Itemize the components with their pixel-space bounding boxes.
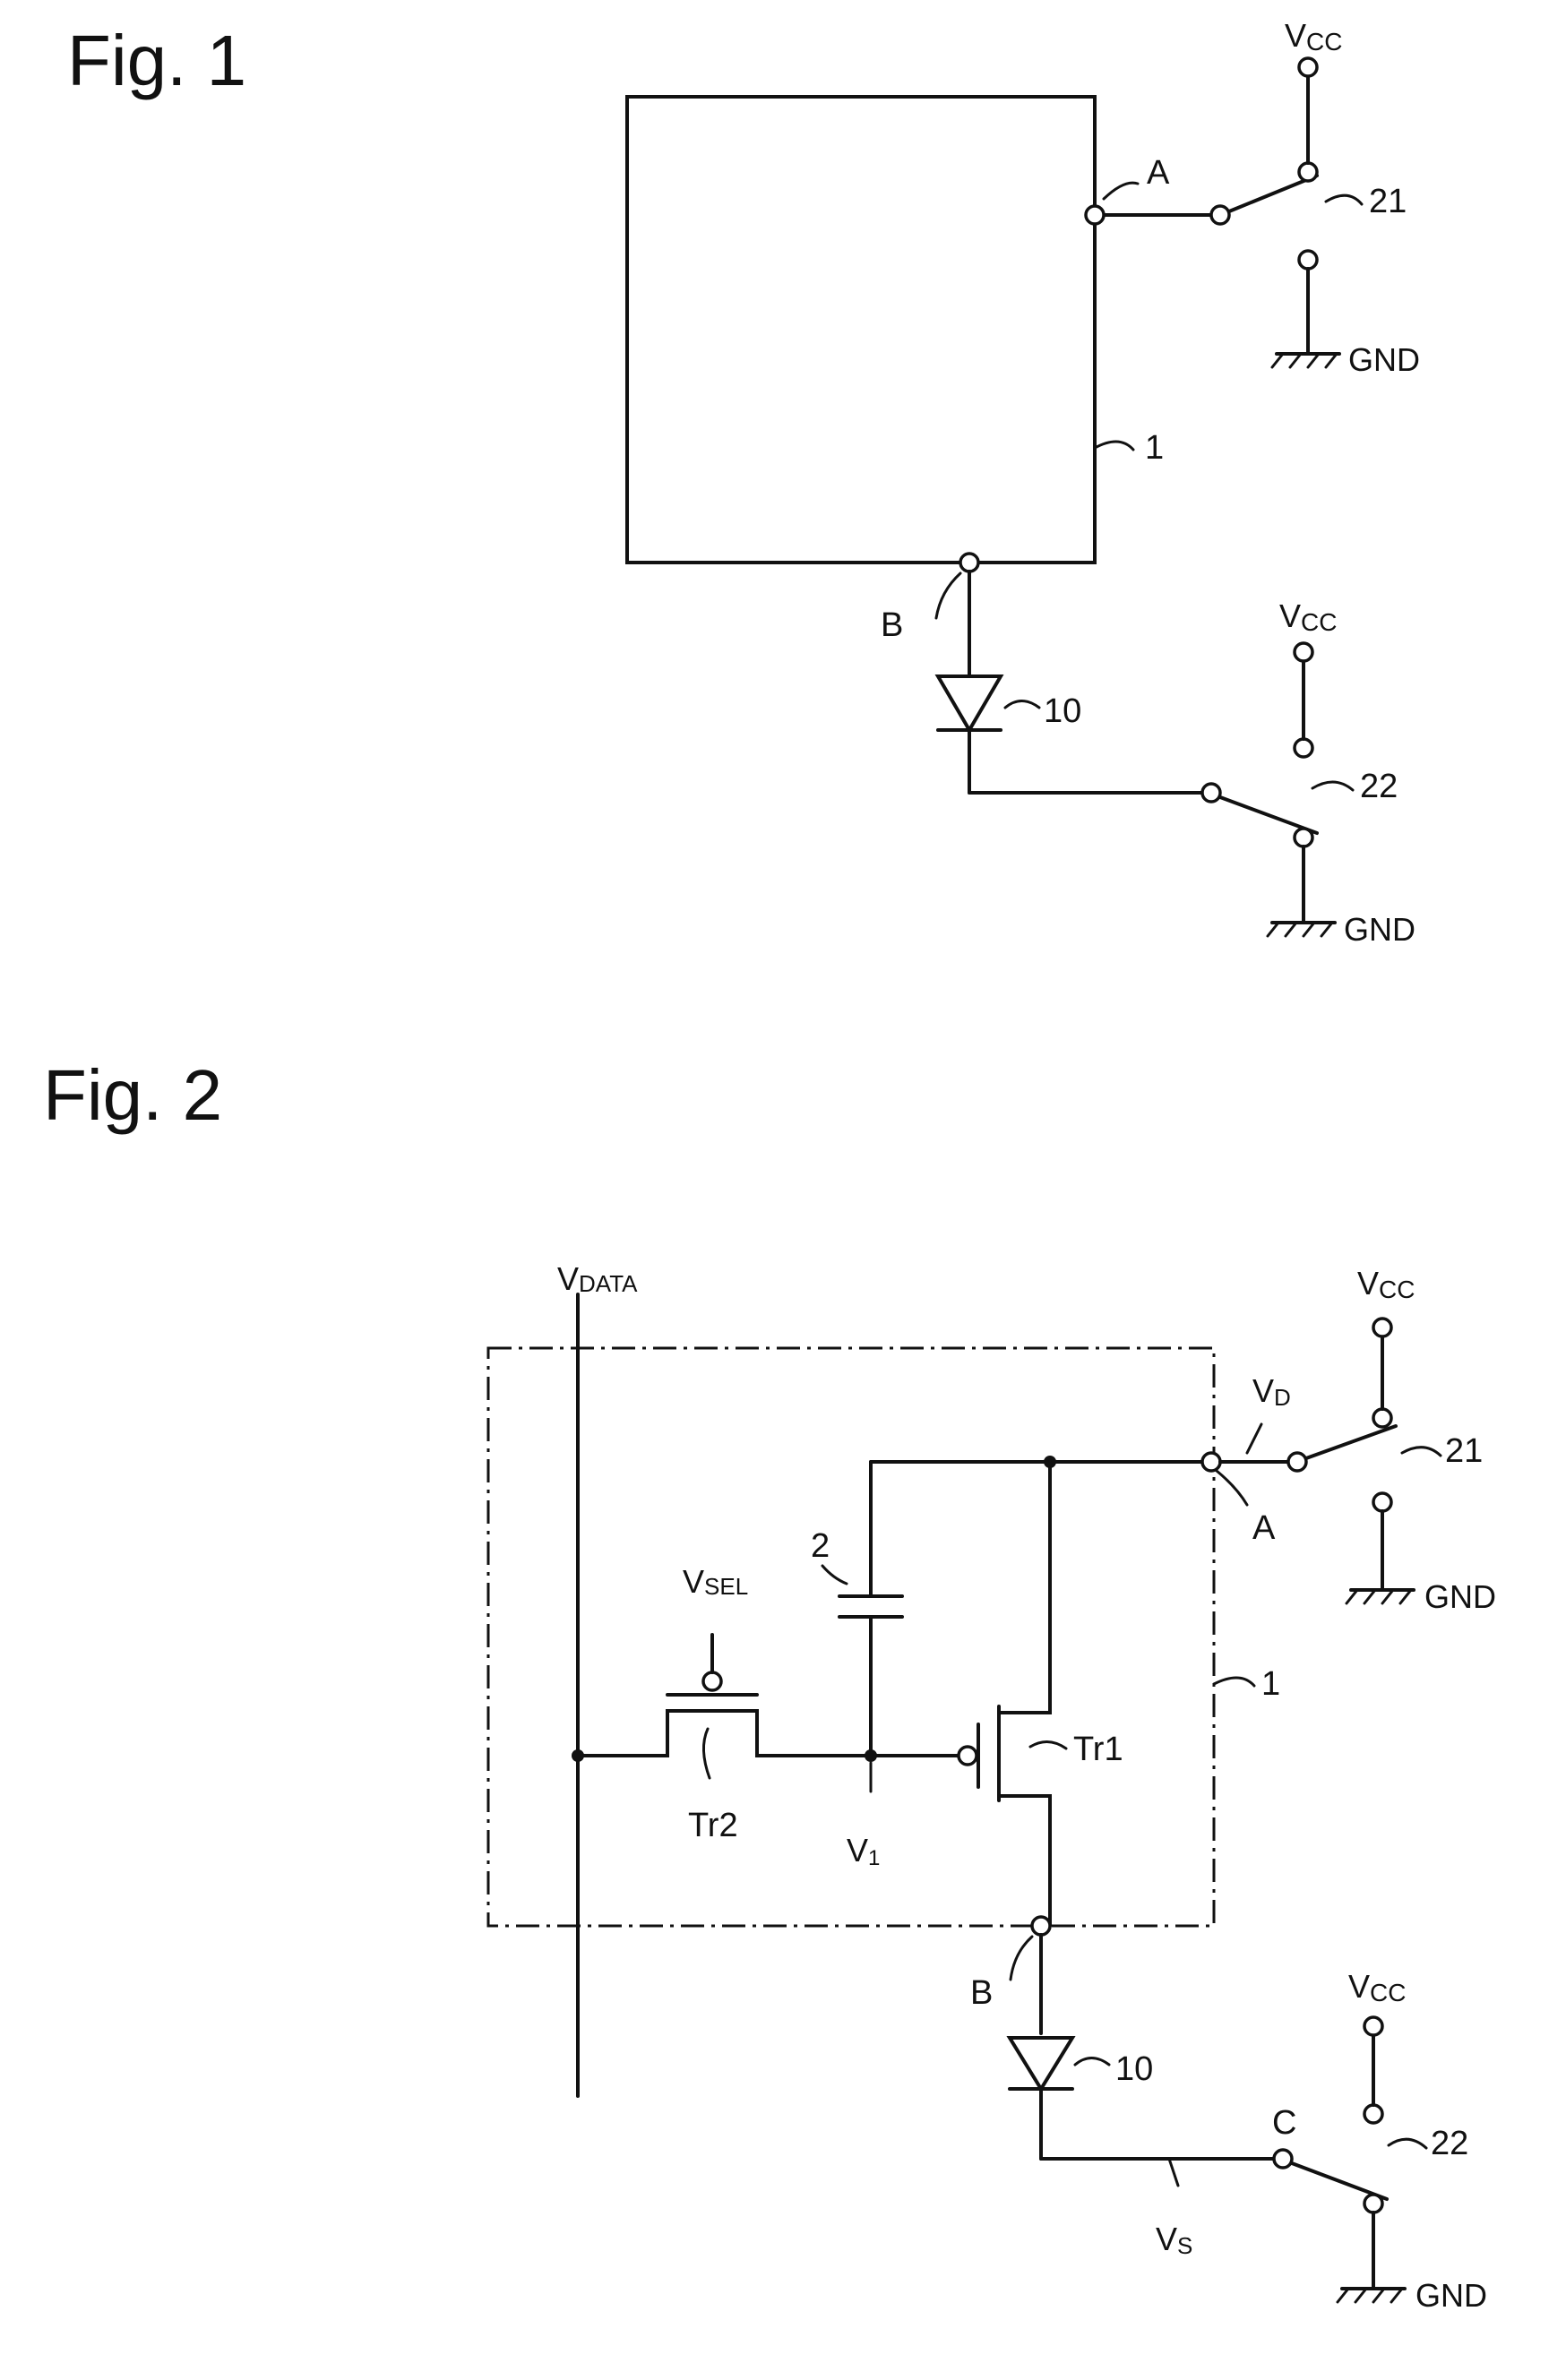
switch-21-ref: 21 [1369, 183, 1407, 220]
node-b-terminal-fig2 [1032, 1917, 1050, 1935]
gnd-label-fig2-bottom: GND [1415, 2277, 1487, 2314]
gnd-label-fig1-bottom: GND [1344, 911, 1415, 948]
node-a-terminal [1086, 206, 1104, 224]
switch-22-fig2 [1274, 2017, 1387, 2289]
tr2-label: Tr2 [688, 1807, 738, 1844]
diode-10 [938, 676, 1001, 793]
gnd-label-fig2-top: GND [1424, 1578, 1496, 1615]
circuit-block-1 [627, 97, 1095, 563]
vcc-label-fig2-top: VCC [1357, 1265, 1415, 1303]
node-c-label: C [1272, 2104, 1296, 2142]
ground-symbol-fig2-top [1347, 1590, 1414, 1603]
node-b-label: B [881, 606, 903, 644]
switch-22 [1202, 643, 1317, 923]
vd-label: VD [1252, 1372, 1291, 1411]
diode-10-ref: 10 [1044, 692, 1081, 730]
vsel-label: VSEL [683, 1563, 748, 1600]
capacitor-2-ref: 2 [811, 1527, 830, 1565]
transistor-tr2 [667, 1635, 757, 1695]
vdata-label: VDATA [557, 1260, 638, 1297]
vcc-label-fig1-top: VCC [1285, 17, 1342, 56]
block-1-ref-fig2: 1 [1261, 1665, 1280, 1703]
switch-22-ref: 22 [1360, 768, 1398, 805]
block-1-ref: 1 [1145, 429, 1164, 467]
switch-21 [1211, 58, 1317, 354]
figure-1-title: Fig. 1 [67, 21, 246, 100]
node-b-label-fig2: B [970, 1974, 993, 2012]
vcc-label-fig1-bottom: VCC [1279, 597, 1337, 636]
capacitor-2 [839, 1462, 902, 1756]
vs-label: VS [1156, 2221, 1192, 2259]
diode-10-ref-fig2: 10 [1115, 2050, 1153, 2088]
diode-10-fig2 [1010, 2038, 1072, 2159]
ground-symbol-fig1-bottom [1268, 923, 1335, 936]
switch-22-ref-fig2: 22 [1431, 2125, 1468, 2162]
figure-1: Fig. 1 A VCC 21 GND 1 [67, 17, 1420, 948]
switch-21-fig2 [1288, 1319, 1396, 1590]
gnd-label-fig1-top: GND [1348, 341, 1420, 378]
node-b-terminal [960, 554, 978, 571]
switch-21-ref-fig2: 21 [1445, 1432, 1483, 1470]
v1-label: V1 [847, 1832, 880, 1870]
vcc-label-fig2-bottom: VCC [1348, 1968, 1406, 2006]
node-a-terminal-fig2 [1202, 1453, 1220, 1471]
figure-2: Fig. 2 VDATA VD A 2 [43, 1055, 1496, 2314]
node-a-label: A [1147, 154, 1170, 192]
ground-symbol-fig1-top [1272, 354, 1339, 367]
tr1-label: Tr1 [1073, 1731, 1123, 1768]
transistor-tr1 [959, 1462, 1050, 1926]
ground-symbol-fig2-bottom [1338, 2289, 1405, 2302]
node-a-label-fig2: A [1252, 1509, 1276, 1547]
figure-2-title: Fig. 2 [43, 1055, 222, 1135]
